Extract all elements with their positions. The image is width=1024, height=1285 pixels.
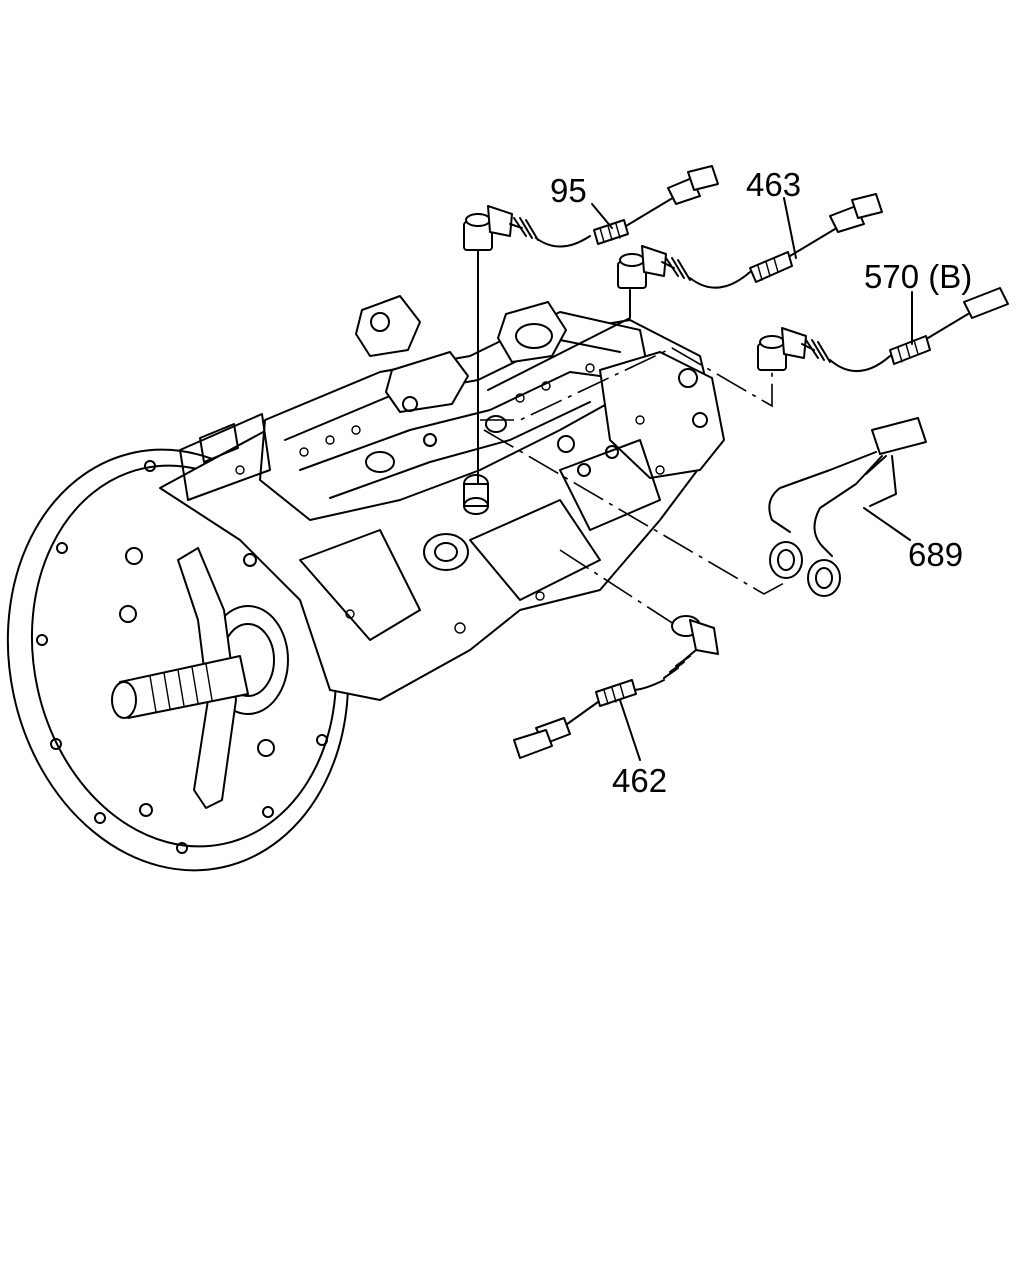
leader-462 (619, 699, 641, 761)
sensor-harness-95 (463, 165, 719, 251)
sensor-harness-689 (768, 417, 927, 597)
leader-lines (477, 249, 787, 629)
callout-462: 462 (612, 762, 667, 799)
leader-689-to-case (483, 429, 787, 595)
leader-463-to-case (487, 289, 631, 391)
sensor-harness-463 (617, 193, 883, 289)
rear-extension (599, 351, 725, 479)
leader-689 (863, 507, 911, 541)
callout-463: 463 (746, 166, 801, 203)
case-bolts (235, 363, 665, 634)
callout-labels: 95 463 570 (B) 689 462 (550, 166, 972, 799)
harness-689-plug-2 (807, 559, 841, 597)
callout-570b: 570 (B) (864, 258, 972, 295)
input-shaft (111, 655, 249, 719)
harness-689-plug-1 (769, 541, 803, 579)
valve-caps (365, 396, 619, 571)
connector-570b (963, 287, 1009, 319)
leader-462-to-case (559, 549, 681, 629)
connector-95 (687, 165, 719, 191)
sensor-harness-570b (757, 287, 1009, 373)
callout-95: 95 (550, 172, 587, 209)
connector-462 (513, 729, 553, 759)
leader-570b-to-case (480, 347, 773, 421)
connector-463 (851, 193, 883, 219)
transmission-housing (6, 295, 725, 872)
sensor-harness-462 (513, 615, 719, 761)
connector-689 (871, 417, 927, 455)
callout-689: 689 (908, 536, 963, 573)
label-leaders (591, 197, 913, 345)
